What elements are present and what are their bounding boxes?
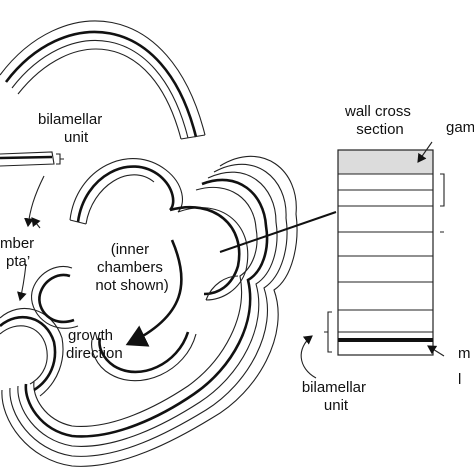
bracket-bilamellar-top: [56, 153, 64, 165]
label-l: l: [458, 371, 461, 388]
top-arch-chamber: [0, 20, 206, 140]
annotation-arrows: [17, 141, 445, 379]
label-bilamellar-unit-top: bilamellar unit: [38, 111, 106, 146]
label-chamber-septa: mber pta’: [0, 235, 38, 270]
bracket-right-1: [440, 173, 445, 207]
label-bilamellar-unit-bottom: bilamellar unit: [302, 379, 370, 414]
inner-chamber-wall: [31, 158, 249, 382]
left-wall-segment: [0, 151, 55, 167]
label-gam: gam: [446, 119, 474, 136]
bracket-bilamellar-bottom: [324, 311, 332, 353]
label-inner-chambers: (inner chambers not shown): [95, 241, 168, 294]
left-lobes: [0, 308, 64, 397]
label-m: m: [458, 345, 471, 362]
cross-section-pointer: [219, 211, 337, 253]
wall-cross-section: [337, 149, 434, 356]
label-growth-direction: growth direction: [66, 327, 123, 362]
outer-test-layers: [1, 155, 298, 467]
label-wall-cross-section: wall cross section: [344, 103, 415, 138]
bracket-right-2: [440, 205, 444, 233]
